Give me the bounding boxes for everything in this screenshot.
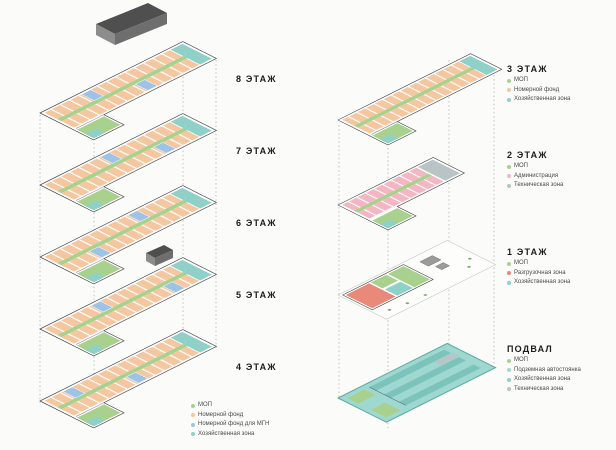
floor-plate-2 bbox=[337, 156, 484, 231]
legend-dot bbox=[191, 413, 195, 417]
legend-item: Хозяйственная зона bbox=[507, 279, 613, 286]
legend-label: Номерной фонд bbox=[198, 411, 244, 418]
legend-item: МОП bbox=[507, 77, 613, 84]
legend-item: Техническая зона bbox=[507, 386, 613, 393]
legend-label: Техническая зона bbox=[514, 385, 564, 392]
floor-plate-5 bbox=[39, 257, 238, 357]
legend-label: Номерной фонд для МГН bbox=[198, 421, 270, 427]
floor-plate-3 bbox=[337, 53, 522, 146]
floor-legend-3: МОП Номерной фонд Хозяйственная зона bbox=[507, 77, 613, 103]
legend-item: МОП bbox=[507, 260, 613, 267]
legend-label: Техническая зона bbox=[514, 182, 564, 188]
legend-dot bbox=[507, 261, 511, 266]
legend-dot bbox=[507, 164, 511, 169]
legend-dot bbox=[507, 387, 511, 391]
legend-item: Хозяйственная зона bbox=[507, 376, 613, 383]
floor-label-7: 7 ЭТАЖ bbox=[236, 146, 277, 156]
floor-plate-1 bbox=[337, 239, 497, 320]
legend-dot bbox=[507, 377, 511, 382]
legend-item: Администрация bbox=[507, 173, 613, 180]
floor-legend-2: МОП Администрация Техническая зона bbox=[507, 163, 613, 189]
legend-dot bbox=[507, 97, 511, 102]
legend-dot bbox=[507, 183, 511, 188]
legend-item: МОП bbox=[507, 163, 613, 170]
floor-block-basement: ПОДВАЛ МОП Подземная автостоянка Хозяйст… bbox=[507, 344, 613, 393]
legend-label: Хозяйственная зона bbox=[514, 279, 571, 285]
floor-plate-4 bbox=[39, 329, 238, 429]
floor-label-8: 8 ЭТАЖ bbox=[236, 74, 277, 84]
legend-label: Подземная автостоянка bbox=[514, 366, 581, 373]
legend-label: МОП bbox=[514, 77, 528, 83]
legend-label: МОП bbox=[198, 402, 212, 408]
penthouse-volume bbox=[146, 245, 173, 266]
floor-legend-1: МОП Разгрузочная зона Хозяйственная зона bbox=[507, 260, 613, 286]
floor-title-3: 3 ЭТАЖ bbox=[507, 64, 548, 74]
legend-label: Хозяйственная зона bbox=[514, 96, 571, 102]
floor-title-basement: ПОДВАЛ bbox=[507, 344, 553, 354]
legend-dot bbox=[507, 368, 511, 372]
legend-label: Администрация bbox=[514, 172, 559, 179]
floor-block-2: 2 ЭТАЖ МОП Администрация Техническая зон… bbox=[507, 150, 613, 189]
legend-label: МОП bbox=[514, 260, 528, 266]
legend-dot bbox=[507, 358, 511, 363]
legend-item: Номерной фонд bbox=[191, 412, 269, 419]
floor-block-1: 1 ЭТАЖ МОП Разгрузочная зона Хозяйственн… bbox=[507, 247, 613, 286]
legend-item: Хозяйственная зона bbox=[191, 431, 269, 438]
floor-label-4: 4 ЭТАЖ bbox=[236, 362, 277, 372]
legend-dot bbox=[507, 271, 511, 275]
legend-item: Техническая зона bbox=[507, 182, 613, 189]
roof-volume bbox=[96, 3, 167, 45]
floor-block-3: 3 ЭТАЖ МОП Номерной фонд Хозяйственная з… bbox=[507, 64, 613, 103]
legend-label: МОП bbox=[514, 357, 528, 363]
floor-plate-6 bbox=[39, 185, 238, 285]
legend-item: МОП bbox=[507, 357, 613, 364]
legend-item: Разгрузочная зона bbox=[507, 270, 613, 277]
legend-item: Номерной фонд для МГН bbox=[191, 421, 269, 428]
legend-dot bbox=[507, 88, 511, 92]
floor-title-1: 1 ЭТАЖ bbox=[507, 247, 548, 257]
floor-plate-8 bbox=[39, 41, 238, 141]
floor-plate-7 bbox=[39, 113, 238, 213]
floor-label-6: 6 ЭТАЖ bbox=[236, 218, 277, 228]
legend-label: МОП bbox=[514, 163, 528, 169]
legend-item: Подземная автостоянка bbox=[507, 367, 613, 374]
legend-dot bbox=[191, 422, 195, 427]
floor-legend-basement: МОП Подземная автостоянка Хозяйственная … bbox=[507, 357, 613, 393]
left-tower-legend: МОП Номерной фонд Номерной фонд для МГН … bbox=[191, 402, 269, 438]
legend-dot bbox=[191, 403, 195, 408]
legend-dot bbox=[507, 174, 511, 178]
legend-item: Хозяйственная зона bbox=[507, 96, 613, 103]
legend-dot bbox=[507, 280, 511, 285]
floor-title-2: 2 ЭТАЖ bbox=[507, 150, 548, 160]
legend-label: Разгрузочная зона bbox=[514, 269, 566, 276]
legend-item: Номерной фонд bbox=[507, 87, 613, 94]
legend-label: Номерной фонд bbox=[514, 86, 560, 93]
floor-label-5: 5 ЭТАЖ bbox=[236, 290, 277, 300]
legend-label: Хозяйственная зона bbox=[198, 430, 255, 437]
floor-plate-basement bbox=[337, 342, 497, 423]
legend-label: Хозяйственная зона bbox=[514, 376, 571, 382]
legend-item: МОП bbox=[191, 402, 269, 409]
legend-dot bbox=[507, 78, 511, 83]
legend-dot bbox=[191, 432, 195, 436]
